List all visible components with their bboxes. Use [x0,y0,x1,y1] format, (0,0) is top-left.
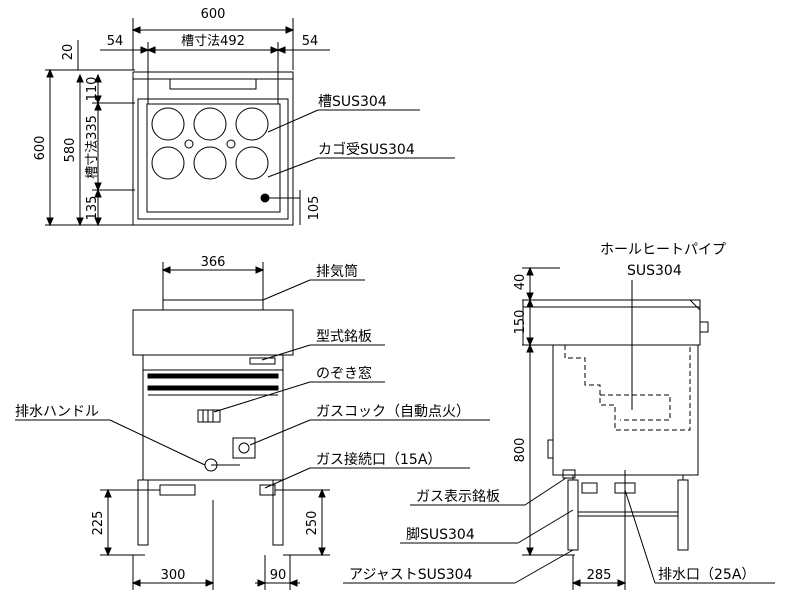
top-tank [146,103,281,213]
top-flue [169,78,257,90]
top-body-outline [132,71,294,226]
dim-h-135: 135 [85,196,100,221]
label-tank-material: 槽SUS304 [318,94,387,110]
label-heat-pipe: ホールヒートパイプ [600,242,726,258]
label-adjuster: アジャストSUS304 [349,567,473,583]
top-back-rail [132,71,294,80]
dim-flue-366: 366 [201,255,226,270]
label-flue: 排気筒 [316,263,358,280]
dim-side-285: 285 [587,568,612,583]
label-drain-port: 排水口（25A） [658,567,755,583]
front-top [132,309,294,356]
dim-offset-90: 90 [270,568,287,583]
top-rim [137,98,289,220]
dim-width-600: 600 [201,7,226,22]
dim-depth-600: 600 [33,136,48,161]
side-leg-left [567,479,579,551]
dim-tank-width: 槽寸法492 [181,34,245,49]
dim-depth-580: 580 [63,138,78,163]
gas-plate [562,469,576,479]
dim-leg-225: 225 [91,511,106,536]
front-flue [162,299,264,311]
label-gas-plate: ガス表示銘板 [416,489,500,505]
label-gas-inlet: ガス接続口（15A） [316,451,441,468]
nameplate [249,357,276,365]
label-basket-holder: カゴ受SUS304 [318,141,415,158]
dim-offset-300: 300 [161,568,186,583]
dim-side-right: 54 [302,34,319,49]
side-leg-right [677,479,689,551]
label-gas-cock: ガスコック（自動点火） [316,404,470,420]
dim-h-110: 110 [85,77,100,102]
top-view: 600 槽寸法492 54 54 600 20 580 110 槽寸法335 1… [33,7,455,227]
label-drain-handle: 排水ハンドル [15,404,99,420]
front-view: 366 排気筒 型式銘板 のぞき窓 [15,255,490,590]
dim-side-40: 40 [513,274,528,291]
side-body [552,344,699,476]
dim-h-105: 105 [307,196,322,221]
label-nameplate: 型式銘板 [316,329,372,345]
dim-side-150: 150 [513,310,528,335]
dim-side-800: 800 [513,438,528,463]
side-view: ホールヒートパイプ SUS304 40 150 800 [343,242,775,590]
dim-tank-depth: 槽寸法335 [85,115,100,179]
basket-circles [151,107,269,180]
dim-side-left: 54 [107,34,124,49]
label-legs: 脚SUS304 [406,527,475,543]
dim-h-20: 20 [61,44,76,61]
label-heat-pipe-material: SUS304 [627,263,682,279]
peep-window [197,409,221,423]
gas-cock [232,437,256,459]
side-top [522,299,701,346]
heat-pipe-dashed [564,345,691,431]
label-peep-window: のぞき窓 [316,365,372,382]
front-leg-right [272,479,284,546]
dim-gas-250: 250 [305,511,320,536]
